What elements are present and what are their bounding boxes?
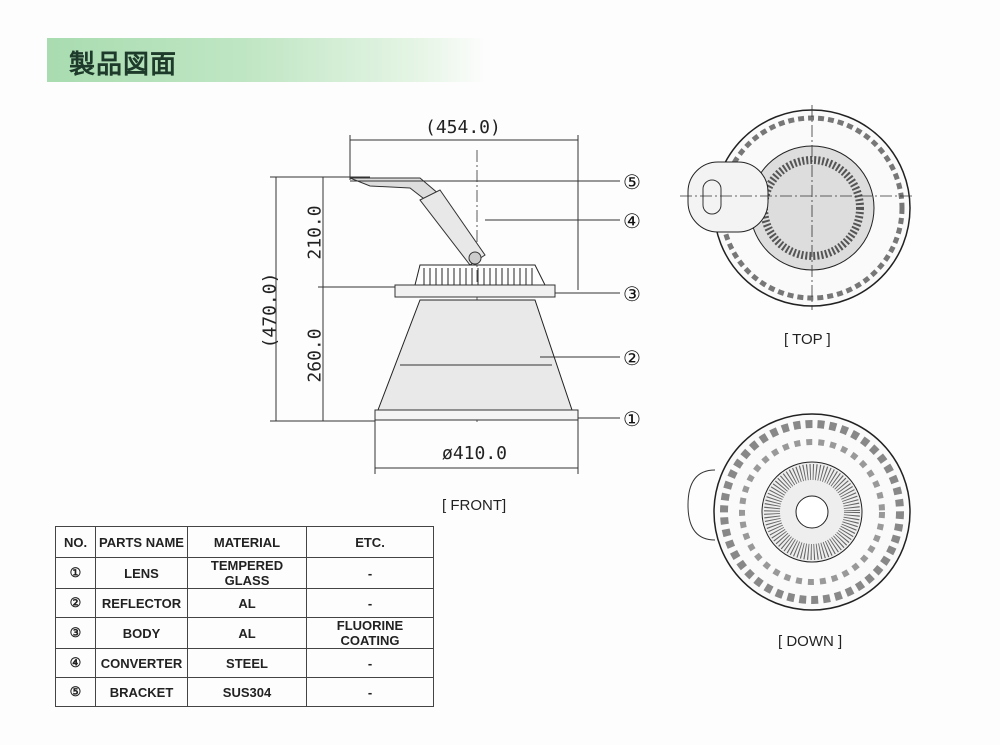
callout-3: ③ <box>623 284 641 306</box>
dim-height-total: (470.0) <box>259 272 281 349</box>
cell-no: ④ <box>55 648 96 678</box>
front-view-drawing <box>270 135 620 474</box>
cell-material: TEMPERED GLASS <box>187 557 307 589</box>
heatsink-fins <box>414 264 546 286</box>
reflector-shape <box>377 299 573 411</box>
dim-diameter: ø410.0 <box>442 443 508 464</box>
cell-material: AL <box>187 617 307 649</box>
cell-no: ② <box>55 588 96 618</box>
cell-part: BODY <box>95 617 188 649</box>
cell-material: AL <box>187 588 307 618</box>
header-material: MATERIAL <box>187 526 307 558</box>
cell-no: ③ <box>55 617 96 649</box>
callout-2: ② <box>623 348 641 370</box>
page-title: 製品図面 <box>69 49 178 79</box>
table-header-row: NO. PARTS NAME MATERIAL ETC. <box>55 526 434 558</box>
callout-5: ⑤ <box>623 172 641 194</box>
cell-no: ① <box>55 557 96 589</box>
cell-material: SUS304 <box>187 677 307 707</box>
cell-no: ⑤ <box>55 677 96 707</box>
top-view-label: [ TOP ] <box>784 331 831 348</box>
cell-etc: - <box>306 588 434 618</box>
front-view-label: [ FRONT] <box>442 497 507 514</box>
top-view-drawing <box>680 105 915 310</box>
callout-1: ① <box>623 409 641 431</box>
cell-part: REFLECTOR <box>95 588 188 618</box>
cell-etc: - <box>306 677 434 707</box>
header-banner: 製品図面 <box>47 38 487 82</box>
cell-part: BRACKET <box>95 677 188 707</box>
cell-etc: FLUORINE COATING <box>306 617 434 649</box>
dim-upper-height: 210.0 <box>304 205 326 260</box>
callout-4: ④ <box>623 211 641 233</box>
down-view-label: [ DOWN ] <box>778 633 843 650</box>
header-etc: ETC. <box>306 526 434 558</box>
dim-width-top: (454.0) <box>425 117 501 138</box>
cell-material: STEEL <box>187 648 307 678</box>
lens-shape <box>374 409 579 421</box>
body-plate <box>394 284 556 298</box>
cell-part: CONVERTER <box>95 648 188 678</box>
cell-etc: - <box>306 557 434 589</box>
dim-lower-height: 260.0 <box>304 328 326 383</box>
header-parts-name: PARTS NAME <box>95 526 188 558</box>
down-view-drawing <box>687 413 911 611</box>
cell-etc: - <box>306 648 434 678</box>
cell-part: LENS <box>95 557 188 589</box>
header-no: NO. <box>55 526 96 558</box>
